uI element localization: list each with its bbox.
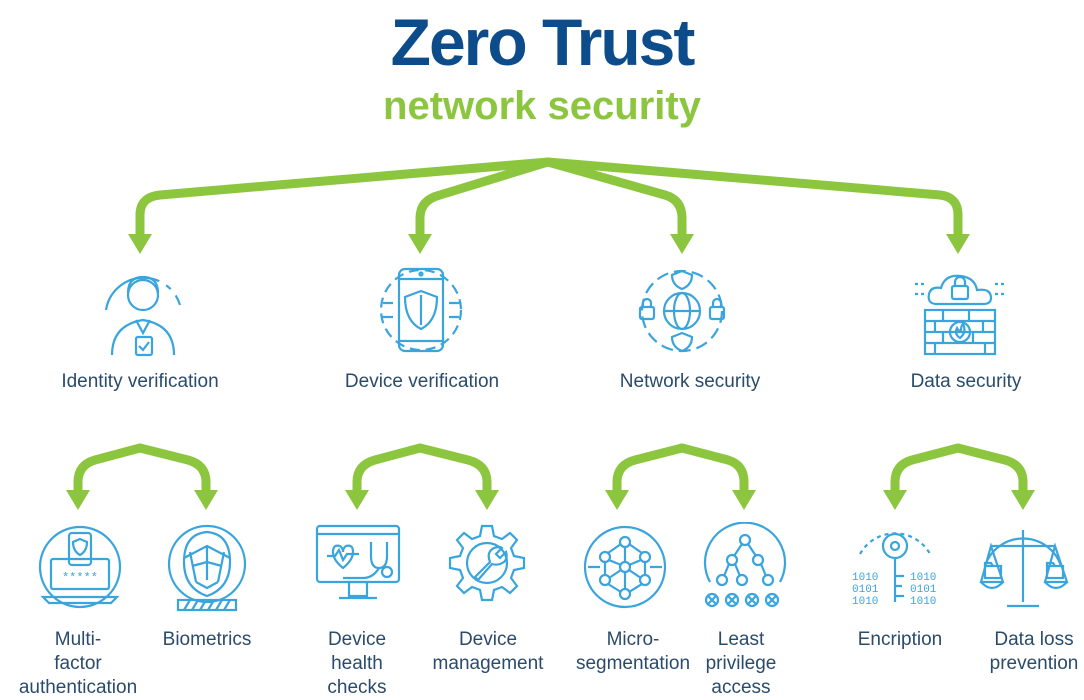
leaf-label-microsegmentation: Micro- segmentation	[575, 629, 691, 674]
leaf-label-least-privilege: Least privilege access	[705, 629, 777, 698]
page-subtitle: network security	[383, 84, 701, 128]
svg-text:1010: 1010	[852, 596, 878, 608]
svg-text:1010: 1010	[910, 572, 936, 584]
category-label-network: Network security	[619, 371, 761, 392]
gear-wrench-icon	[442, 522, 532, 612]
user-badge-icon	[98, 265, 188, 360]
svg-text:0101: 0101	[852, 584, 879, 596]
network-sphere-icon	[580, 522, 670, 612]
monitor-stethoscope-icon	[313, 522, 403, 610]
binary-key-icon: 1010 0101 1010 1010 0101 1010	[850, 524, 940, 612]
category-label-identity: Identity verification	[61, 371, 219, 392]
phone-shield-icon	[377, 265, 465, 355]
category-label-device: Device verification	[344, 371, 500, 392]
page-title: Zero Trust	[390, 5, 696, 79]
hierarchy-icon	[700, 522, 790, 612]
leaf-label-biometrics: Biometrics	[162, 629, 252, 650]
globe-locks-icon	[636, 265, 728, 357]
leaf-label-dlp: Data loss prevention	[989, 629, 1079, 674]
scales-folders-icon	[977, 522, 1069, 612]
face-scan-icon	[162, 522, 252, 614]
laptop-password-icon: *****	[35, 525, 125, 610]
leaf-label-mfa: Multi- factor authentication	[18, 629, 138, 698]
leaf-label-device-health: Device health checks	[327, 629, 387, 698]
leaf-label-device-management: Device management	[432, 629, 544, 674]
category-label-data: Data security	[910, 371, 1022, 392]
leaf-label-encryption: Encription	[857, 629, 943, 650]
svg-text:0101: 0101	[910, 584, 937, 596]
svg-text:*****: *****	[62, 571, 98, 585]
svg-text:1010: 1010	[852, 572, 878, 584]
cloud-firewall-icon	[913, 270, 1007, 358]
svg-text:1010: 1010	[910, 596, 936, 608]
